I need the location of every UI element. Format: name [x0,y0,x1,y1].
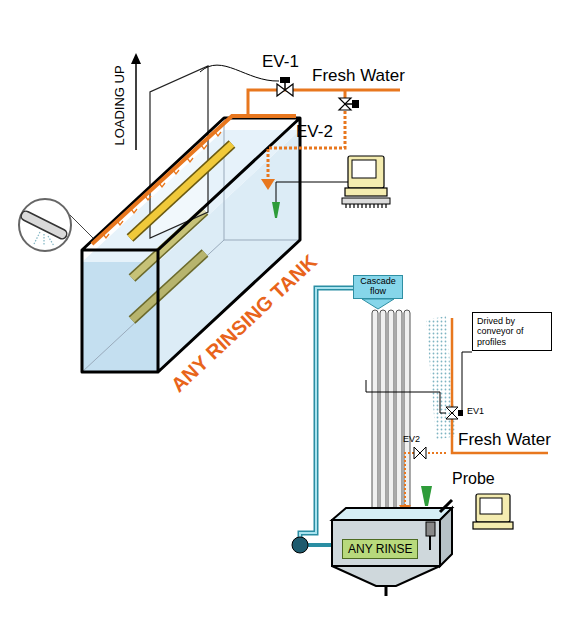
valve-ev2-part [339,104,351,110]
dosing-line-lower-part [420,447,426,459]
profile-bars-part [132,253,205,320]
loading-arrow [131,53,141,150]
rinse-tank-lower-part [332,508,452,520]
profiles-part [380,310,386,515]
probe-lower-part [421,486,432,506]
computer-lower-part [480,498,502,514]
computer-lower-part [476,494,510,522]
valve-ev2-part [352,100,359,108]
conveyor-signal [366,352,472,413]
valve-ev1-part [285,84,293,96]
pipe-label: Fresh Water [458,430,551,450]
loading-rack [130,66,232,238]
dosing-line-lower-part [405,453,446,506]
spray-pipe-part [103,132,221,238]
fresh-water-pipe-part [344,90,347,98]
cascade-pipe [300,288,394,545]
valve-ev1-part [277,84,285,96]
cascade-flow-box: Cascade flow [353,275,403,299]
rinsing-tank-part [224,118,225,240]
cascade-pipe-part [300,288,353,537]
dosing-line-part [268,111,345,180]
direction-label: LOADING UP [113,65,128,145]
valve-ev2-part [339,98,351,104]
valve-ev2 [339,98,359,110]
pipe-label: Fresh Water [312,66,405,86]
dosing-line-part [261,179,275,190]
box-text: Drived by conveyor of profiles [477,316,547,347]
rinse-tank-lower [332,500,452,596]
valve-ev2-part [345,103,352,105]
valve-ev1-part [284,82,286,90]
nozzle-detail-part [26,216,62,234]
cascade-pipe-part [362,299,394,309]
probe [272,182,348,218]
valve-label: EV-1 [262,52,299,72]
nozzle-detail-part [34,232,54,246]
valve-label: EV2 [403,434,420,444]
rinse-tank-lower-part [426,522,435,536]
valve-ev1-part [280,77,290,83]
pump [292,537,308,553]
loading-arrow-part [131,53,141,64]
rinse-tank-lower-part [385,586,388,596]
rinse-tank-lower-part [332,520,440,566]
valve-ev1-lower-part [446,407,458,413]
computer-lower-part [473,522,513,529]
box-text: Cascade flow [356,277,400,297]
profiles-part [388,310,394,515]
nozzle-detail-part [70,215,95,240]
rinse-tank-lower-part [440,508,452,566]
rinse-tank-lower-part [332,566,440,586]
computer-part [346,204,386,208]
valve-label: EV-2 [296,122,333,142]
conveyor-signal-part [366,380,446,413]
dosing-line-lower [399,447,446,515]
fresh-water-pipe [248,90,400,116]
computer-part [342,198,390,204]
probe-part [276,182,348,204]
nozzle-detail-part [26,216,62,234]
computer-part [352,160,376,178]
probe-part [272,202,280,218]
valve-label: EV1 [467,406,484,416]
nozzle-detail-part [19,199,71,251]
pump-part [292,537,308,553]
rinse-tank-lower-part [429,536,431,550]
profiles-part [372,310,378,515]
valve-ev1-lower-part [458,410,463,416]
rinse-tank-lower-part [440,500,452,512]
valve-ev1 [277,77,293,96]
nozzle-detail [19,199,95,251]
computer-part [345,188,387,196]
cascade-pipe-part [300,288,353,537]
fresh-water-pipe-part [248,90,400,116]
probe-lower [421,486,432,506]
dosing-line [261,111,345,190]
loading-arrow-part [135,62,137,150]
computer-part [348,156,384,188]
computer-lower [473,494,513,529]
valve-ev1-lower-part [446,413,458,419]
valve-ev1-lower [446,407,463,419]
tank-label-box: ANY RINSE [342,539,418,559]
dosing-line-lower-part [414,447,420,459]
note-box: Drived by conveyor of profiles [472,312,552,351]
box-text: ANY RINSE [348,542,412,556]
profiles-part [396,310,402,515]
computer [342,156,390,208]
rinsing-tank-part [224,240,300,241]
rinsing-tank-part [82,262,158,372]
probe-label: Probe [452,470,495,488]
cascade-pipe-part [308,543,332,547]
profile-bars-part [132,253,205,320]
conveyor-signal-part [462,352,472,410]
